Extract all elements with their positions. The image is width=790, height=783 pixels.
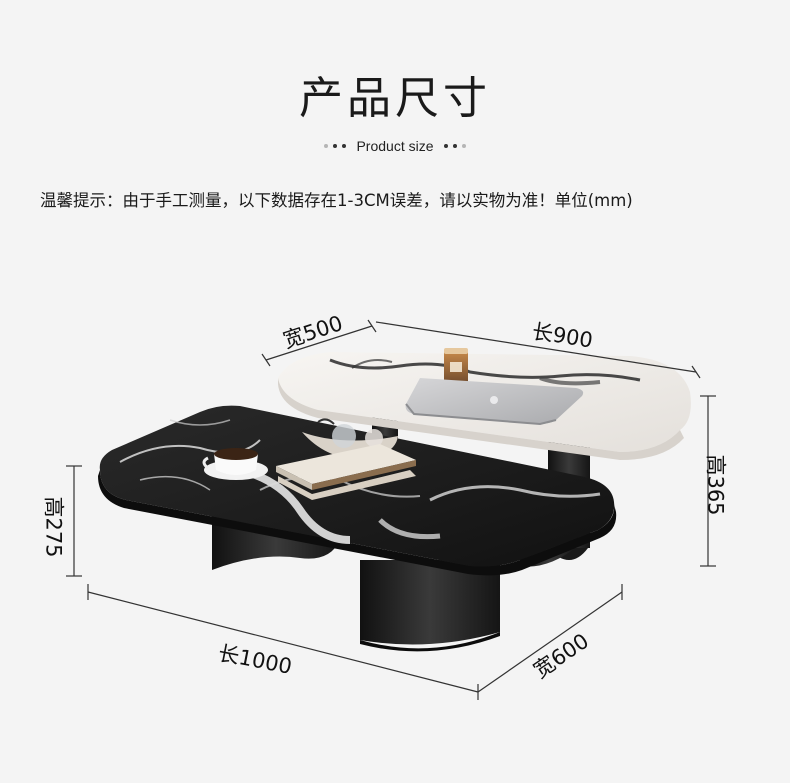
page-title: 产品尺寸 bbox=[299, 73, 491, 124]
small-table-height-label: 高365 bbox=[703, 454, 728, 516]
laptop-image bbox=[405, 378, 584, 426]
book-stack-image bbox=[276, 444, 416, 500]
candle-image bbox=[444, 348, 468, 384]
subtitle: Product size bbox=[356, 138, 434, 154]
subtitle-row: Product size bbox=[0, 138, 790, 154]
measurement-note: 温馨提示：由于手工测量，以下数据存在1-3CM误差，请以实物为准！单位(mm) bbox=[40, 191, 633, 210]
coffee-cup-image bbox=[202, 448, 268, 480]
right-dots-icon bbox=[443, 144, 466, 148]
dimension-lines bbox=[66, 319, 716, 700]
large-table-height-label: 高275 bbox=[41, 496, 66, 558]
left-dots-icon bbox=[324, 144, 347, 148]
